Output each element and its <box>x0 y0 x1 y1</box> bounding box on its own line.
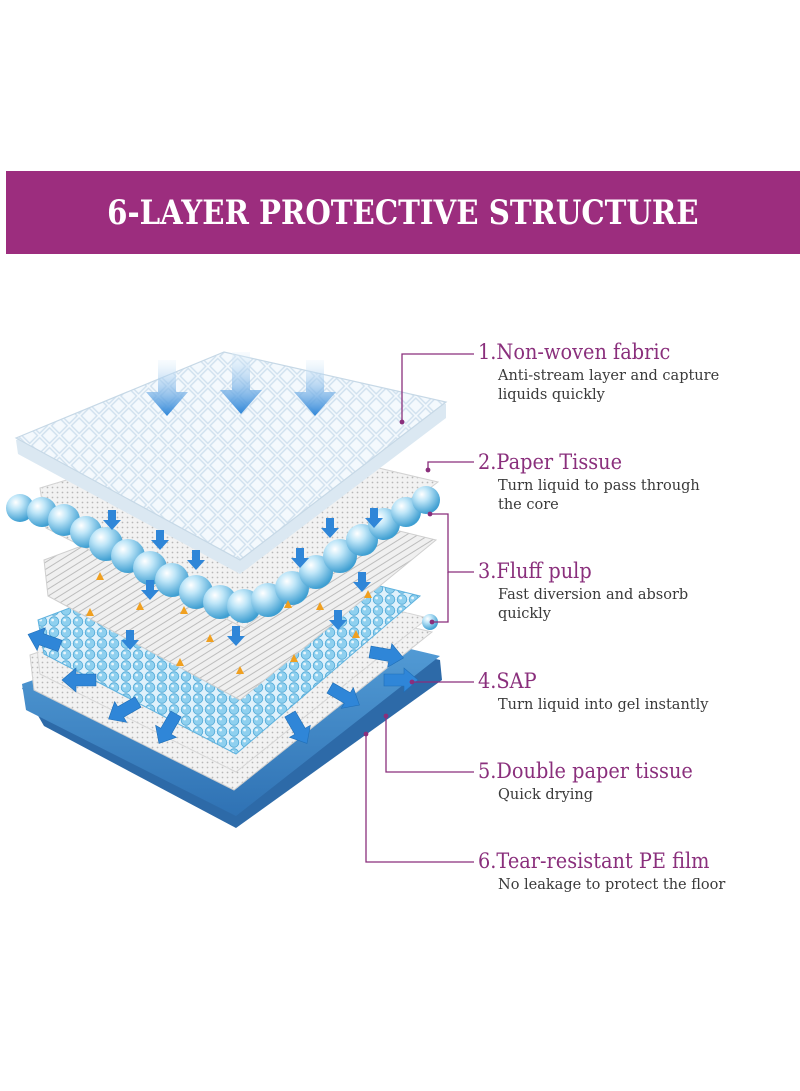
page-title: 6-LAYER PROTECTIVE STRUCTURE <box>107 192 699 233</box>
layer-label-4: 4.SAP Turn liquid into gel instantly <box>478 669 798 715</box>
layer-description: Turn liquid to pass through the core <box>498 478 700 513</box>
title-banner: 6-LAYER PROTECTIVE STRUCTURE <box>6 171 800 254</box>
layer-title: 4.SAP <box>478 669 537 693</box>
layer-description: Fast diversion and absorb quickly <box>498 587 689 622</box>
layer-title: 6.Tear-resistant PE film <box>478 849 710 873</box>
layer-title: 2.Paper Tissue <box>478 450 623 474</box>
layer-title: 3.Fluff pulp <box>478 559 592 583</box>
layer-title: 5.Double paper tissue <box>478 759 693 783</box>
layer-label-5: 5.Double paper tissue Quick drying <box>478 759 798 805</box>
layer-description: Quick drying <box>498 787 594 803</box>
layer-non-woven-fabric <box>14 351 448 574</box>
layer-label-1: 1.Non-woven fabric Anti-stream layer and… <box>478 340 798 405</box>
leader-line-6 <box>365 734 474 863</box>
leader-lines <box>365 353 474 863</box>
layer-description: Turn liquid into gel instantly <box>498 697 709 713</box>
layer-label-3: 3.Fluff pulp Fast diversion and absorb q… <box>478 559 798 624</box>
leader-line-5 <box>385 716 474 773</box>
leader-dots <box>363 419 435 737</box>
layer-description: No leakage to protect the floor <box>498 877 726 893</box>
bead-row <box>6 486 440 630</box>
layer-illustration <box>6 351 474 863</box>
layer-description: Anti-stream layer and capture liquids qu… <box>498 368 720 403</box>
layer-label-2: 2.Paper Tissue Turn liquid to pass throu… <box>478 450 798 515</box>
layer-label-6: 6.Tear-resistant PE film No leakage to p… <box>478 849 798 895</box>
leader-line-3 <box>430 513 474 573</box>
layer-title: 1.Non-woven fabric <box>478 340 671 364</box>
leader-line-3b <box>432 572 449 623</box>
leader-line-2 <box>427 461 474 470</box>
top-arrows <box>146 352 336 416</box>
leader-line-1 <box>401 353 474 422</box>
